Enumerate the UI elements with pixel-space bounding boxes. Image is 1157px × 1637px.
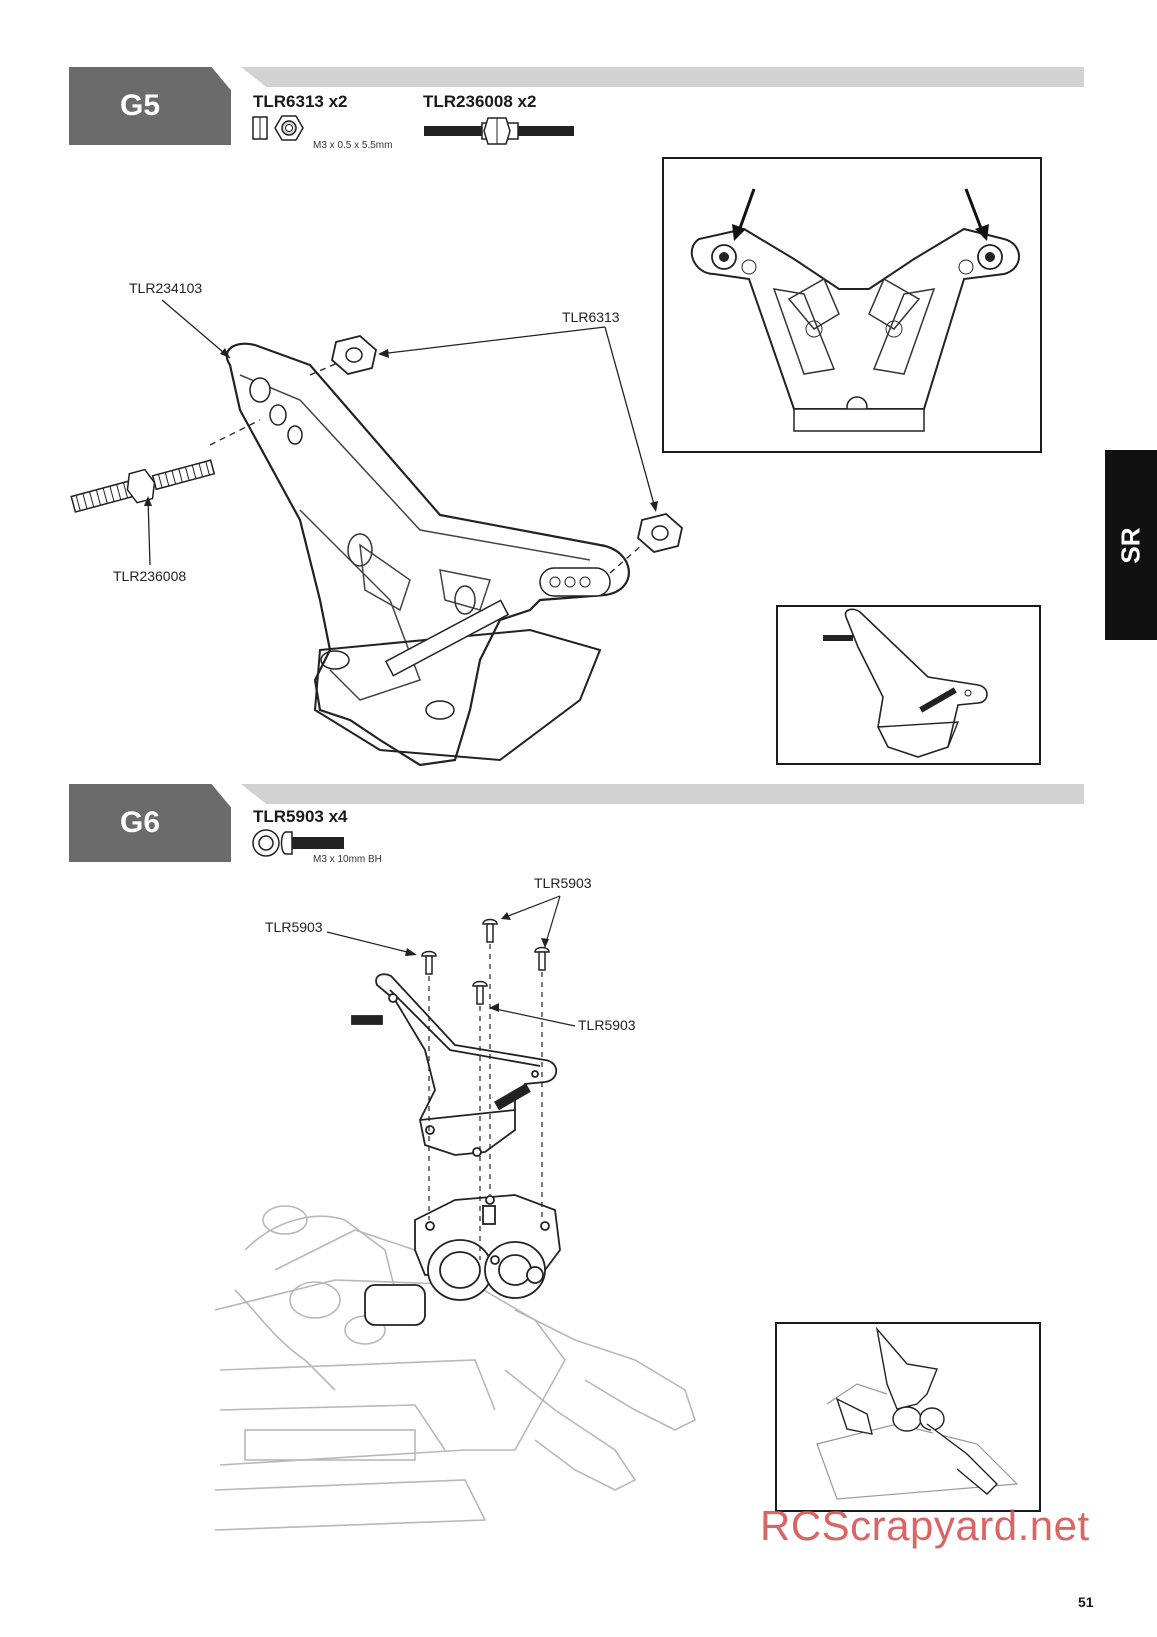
section-tab-label: SR (1115, 526, 1146, 564)
button-head-screw-icon (252, 829, 344, 857)
detail-view-front-frame (662, 157, 1042, 453)
shock-tower-assembled-thumbnail (823, 608, 988, 758)
shock-tower-exploded-illustration (70, 299, 683, 767)
part-spec-tlr6313: M3 x 0.5 x 5.5mm (313, 140, 393, 151)
step-number-g6: G6 (69, 784, 231, 862)
step-header-bar-g5 (241, 67, 1084, 87)
callout-tlr236008: TLR236008 (113, 568, 187, 584)
part-code-tlr236008: TLR236008 x2 (423, 92, 537, 111)
shock-tower-installed-thumbnail (816, 1326, 1019, 1500)
step-header-bar-g6 (241, 784, 1084, 804)
callout-tlr5903-top: TLR5903 (534, 875, 592, 891)
lock-nut-icon (252, 115, 304, 141)
part-code-tlr5903: TLR5903 x4 (253, 807, 348, 826)
step-number-g5: G5 (69, 67, 231, 145)
detail-view-assembled-frame (776, 605, 1041, 765)
callout-tlr5903-left: TLR5903 (265, 919, 323, 935)
callout-tlr234103: TLR234103 (129, 280, 203, 296)
part-code-tlr6313: TLR6313 x2 (253, 92, 348, 111)
detail-view-installed-frame (775, 1322, 1041, 1512)
shock-tower-front-view (690, 188, 1020, 432)
page-number: 51 (1078, 1594, 1094, 1610)
watermark-text: RCScrapyard.net (760, 1502, 1090, 1549)
callout-tlr6313: TLR6313 (562, 309, 620, 325)
shock-tower-install-illustration (214, 895, 696, 1531)
callout-tlr5903-right: TLR5903 (578, 1017, 636, 1033)
section-tab-sr: SR (1105, 450, 1157, 640)
part-spec-tlr5903: M3 x 10mm BH (313, 854, 382, 865)
turnbuckle-icon (424, 117, 574, 145)
